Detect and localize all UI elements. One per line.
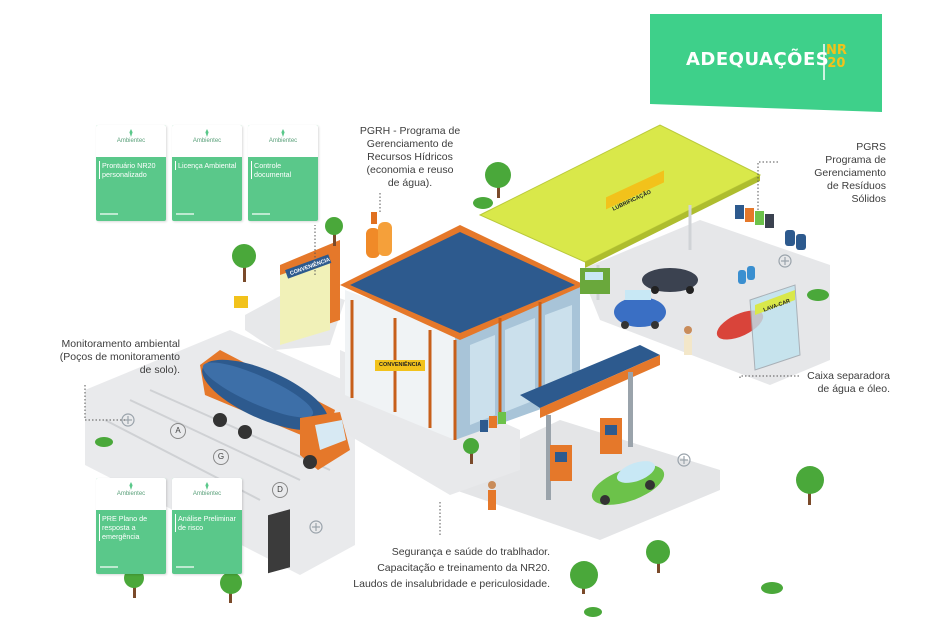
conveniencia-sign-front (375, 360, 425, 371)
ambientec-leaf-icon (281, 129, 285, 137)
worker-right (684, 326, 692, 355)
yellow-canopy-edge (585, 175, 760, 268)
card-title: Análise Preliminar de risco (175, 514, 240, 532)
card-title: PRE Plano de resposta a emergência (99, 514, 164, 541)
ground-pump-area (455, 420, 720, 540)
store-roof (350, 232, 575, 333)
ambientec-leaf-icon (129, 129, 133, 137)
card-prontuario: Ambientec Prontuário NR20 personalizado (96, 125, 166, 221)
pump-canopy (520, 345, 660, 408)
card-title: Controle documental (251, 161, 316, 179)
green-car (591, 461, 665, 505)
bushes (95, 197, 829, 617)
marker-d: D (272, 482, 288, 498)
yellow-box (234, 296, 248, 308)
worker-bottom (488, 481, 496, 510)
lubrificacao-sign (606, 170, 664, 210)
card-title: Prontuário NR20 personalizado (99, 161, 164, 179)
ambientec-leaf-icon (205, 129, 209, 137)
card-brand: Ambientec (116, 138, 146, 144)
label-monitoramento: Monitoramento ambiental(Poços de monitor… (59, 338, 180, 376)
conveniencia-sign-text: CONVENIÊNCIA (379, 362, 422, 368)
card-title: Licença Ambiental (175, 161, 240, 170)
banner-nr-line2: 20 (827, 56, 846, 71)
conveniencia-sign-annex (285, 254, 332, 279)
waste-bins (735, 205, 806, 284)
card-pre: Ambientec PRE Plano de resposta a emergê… (96, 478, 166, 574)
card-brand: Ambientec (268, 138, 298, 144)
card-brand: Ambientec (192, 491, 222, 497)
ambientec-leaf-icon (129, 482, 133, 490)
card-controle: Ambientec Controle documental (248, 125, 318, 221)
fuel-pumps (550, 418, 622, 481)
card-brand: Ambientec (192, 138, 222, 144)
ambientec-leaf-icon (205, 482, 209, 490)
marker-a: A (170, 423, 186, 439)
price-sign (268, 509, 290, 574)
banner-nr: NR 20 (826, 44, 847, 70)
dark-car (642, 268, 698, 294)
lava-car-booth (749, 284, 801, 371)
label-seguranca: Segurança e saúde do trablhador.Capacita… (353, 546, 550, 590)
banner-title: ADEQUAÇÕES (686, 49, 830, 70)
leader-lines (84, 161, 800, 535)
water-tanks (366, 212, 392, 258)
annex-front (280, 258, 330, 345)
green-truck (580, 268, 610, 294)
blue-car (614, 290, 666, 329)
banner-background (650, 14, 882, 112)
card-brand: Ambientec (116, 491, 146, 497)
card-licenca: Ambientec Licença Ambiental (172, 125, 242, 221)
marker-g: G (213, 449, 229, 465)
monitoring-wells (121, 254, 792, 534)
store-windows (470, 305, 572, 425)
banner-nr-line1: NR (826, 43, 847, 58)
store-bins (480, 412, 506, 432)
trees (124, 162, 824, 603)
tanker-truck (200, 350, 350, 470)
card-analise: Ambientec Análise Preliminar de risco (172, 478, 242, 574)
